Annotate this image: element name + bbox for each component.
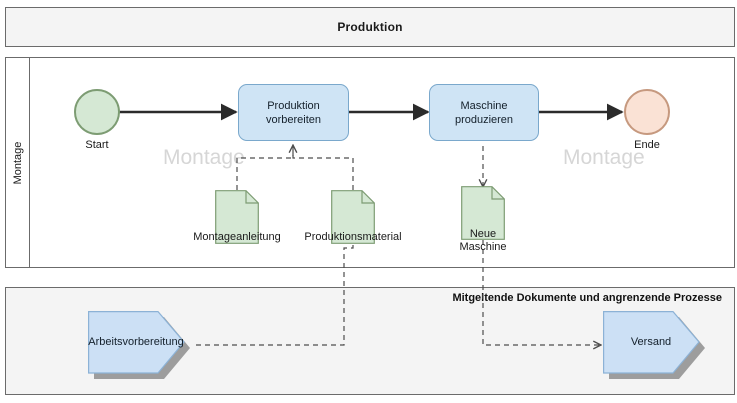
- data-object-produktionsmaterial[interactable]: [331, 190, 375, 244]
- data-object-2-label: Produktionsmaterial: [304, 231, 402, 243]
- lane-body-montage: [30, 58, 734, 267]
- watermark-montage-right: Montage: [563, 146, 645, 169]
- end-event-label: Ende: [634, 139, 660, 151]
- lane-label-montage: Montage: [11, 141, 24, 184]
- data-object-1-label: Montageanleitung: [193, 231, 281, 243]
- data-object-neue-maschine[interactable]: [461, 186, 505, 240]
- end-event-circle[interactable]: [624, 89, 670, 135]
- pool-bottom-title: Mitgeltende Dokumente und angrenzende Pr…: [452, 292, 722, 304]
- task-maschine-produzieren[interactable]: Maschine produzieren: [429, 84, 539, 141]
- task-2-label: Maschine produzieren: [454, 99, 514, 126]
- start-event-label: Start: [85, 139, 109, 151]
- watermark-montage-left: Montage: [163, 146, 245, 169]
- task-produktion-vorbereiten[interactable]: Produktion vorbereiten: [238, 84, 349, 141]
- data-object-montageanleitung[interactable]: [215, 190, 259, 244]
- pool-header-band[interactable]: Produktion: [5, 7, 735, 47]
- data-object-3-label-line1: Neue: [469, 228, 497, 240]
- lane-header-montage[interactable]: Montage: [6, 58, 30, 267]
- task-1-label: Produktion vorbereiten: [265, 99, 322, 126]
- process-ref-arbeitsvorbereitung[interactable]: Arbeitsvorbereitung: [88, 311, 198, 379]
- pool-main-montage[interactable]: Montage: [5, 57, 735, 268]
- process-ref-versand[interactable]: Versand: [603, 311, 713, 379]
- data-object-3-label-line2: Maschine: [459, 241, 507, 253]
- pool-title-produktion: Produktion: [337, 20, 403, 34]
- start-event-circle[interactable]: [74, 89, 120, 135]
